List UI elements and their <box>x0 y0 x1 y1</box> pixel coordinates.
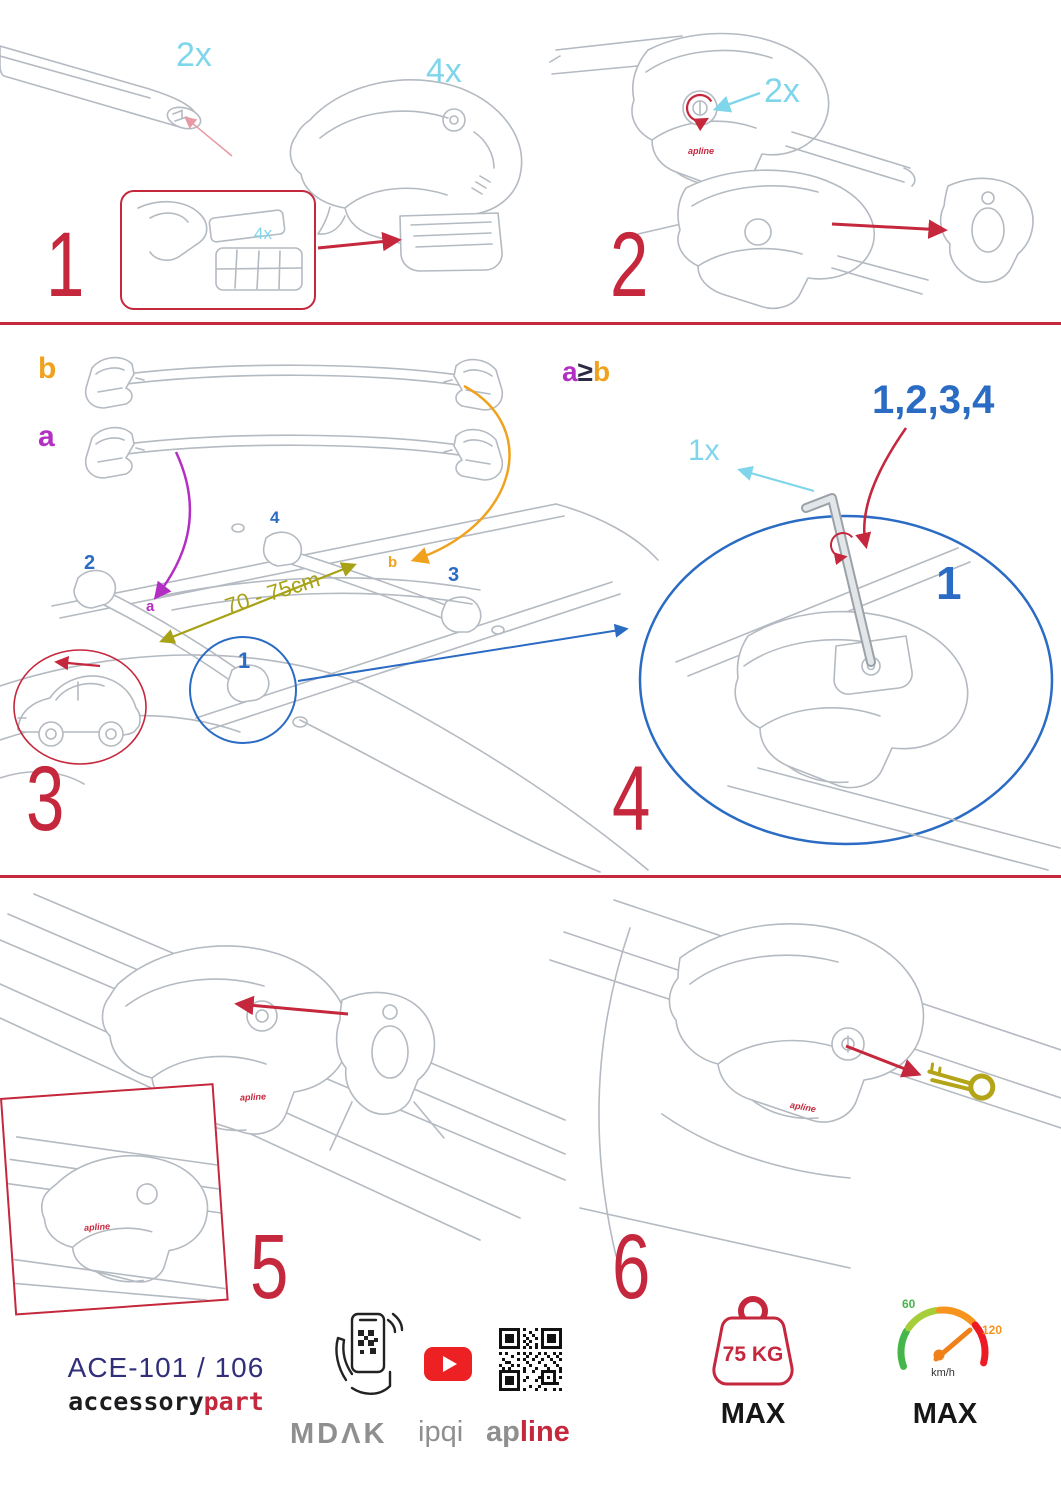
step1-foot-illustration <box>289 79 523 272</box>
max-speed-label: MAX <box>912 1398 978 1430</box>
key-icon <box>927 1062 996 1101</box>
max-weight-value: 75 KG <box>723 1343 784 1366</box>
step3-tag-b: b <box>388 554 398 571</box>
scan-phone-icon <box>335 1312 404 1395</box>
step3-crossbar-b-illustration <box>84 356 504 411</box>
step1-pad-inset-box <box>120 190 316 310</box>
step4-condition-op: ≥ <box>577 356 593 387</box>
apline-logo-step5: apline <box>239 1091 267 1103</box>
step1-pad-inset-illustration <box>137 200 303 291</box>
step4-first-position: 1 <box>936 557 962 609</box>
max-weight-icon: 75 KG <box>712 1296 794 1386</box>
step4-number: 4 <box>612 748 651 850</box>
step5-result-illustration <box>7 1136 227 1301</box>
step3-position-1: 1 <box>238 648 251 673</box>
speed-high-label: 120 <box>982 1323 1002 1337</box>
step1-foot-qty: 4x <box>426 52 462 90</box>
step3-position-2: 2 <box>84 552 96 574</box>
speed-low-label: 60 <box>902 1297 916 1311</box>
allen-key-icon <box>801 493 876 667</box>
step4-condition-a: a <box>562 356 578 387</box>
step5-result-inset-box <box>0 1083 229 1316</box>
step4-condition-b: b <box>592 356 611 387</box>
step3-tag-a: a <box>146 598 155 615</box>
step3-label-b: b <box>38 352 57 385</box>
step2-cover-assembly-illustration <box>637 169 1034 310</box>
logo-apline-red: line <box>519 1416 570 1448</box>
logo-ipqi: ipqi <box>418 1416 464 1448</box>
step3-crossbar-a-illustration <box>84 426 504 481</box>
section-divider-1 <box>0 322 1061 325</box>
step2-number: 2 <box>610 214 649 316</box>
lock-cylinder-icon <box>246 1000 278 1032</box>
step3-position-4: 4 <box>270 508 280 527</box>
section-divider-2 <box>0 875 1061 878</box>
step4-condition: a≥b <box>562 356 610 388</box>
step3-number: 3 <box>26 748 65 850</box>
max-weight-label: MAX <box>720 1398 786 1430</box>
step3-label-a: a <box>38 420 55 453</box>
max-speed-icon: 60 120 km/h <box>897 1297 1002 1379</box>
step4-zoom-illustration <box>638 493 1061 871</box>
logo-apline-gray: ap <box>486 1416 520 1448</box>
logo-mdak: MDΛK <box>290 1418 388 1450</box>
model-number: ACE-101 / 106 <box>67 1352 265 1383</box>
step2-key-qty: 2x <box>764 72 800 110</box>
step4-tightening-order: 1,2,3,4 <box>872 378 995 422</box>
apline-logo-inset: apline <box>83 1221 111 1233</box>
logo-apline: apline <box>486 1416 570 1449</box>
qr-code-icon <box>498 1327 566 1395</box>
brand-accessory: accessory <box>68 1387 204 1416</box>
step1-pad-qty: 4x <box>254 224 272 243</box>
step1-bar-qty: 2x <box>176 36 212 74</box>
speed-unit-label: km/h <box>931 1367 955 1379</box>
step6-key-lock-illustration <box>549 899 1061 1269</box>
step6-number: 6 <box>612 1216 651 1318</box>
step5-number: 5 <box>250 1216 289 1318</box>
brand-wordmark: accessorypart <box>58 1387 274 1416</box>
step1-number: 1 <box>46 214 85 316</box>
youtube-icon <box>424 1347 472 1381</box>
product-identity: ACE-101 / 106 accessorypart <box>58 1352 274 1416</box>
step3-position-3: 3 <box>448 564 460 586</box>
brand-part: part <box>203 1387 264 1416</box>
step4-tool-qty: 1x <box>688 434 720 467</box>
apline-logo-step2: apline <box>688 146 715 156</box>
